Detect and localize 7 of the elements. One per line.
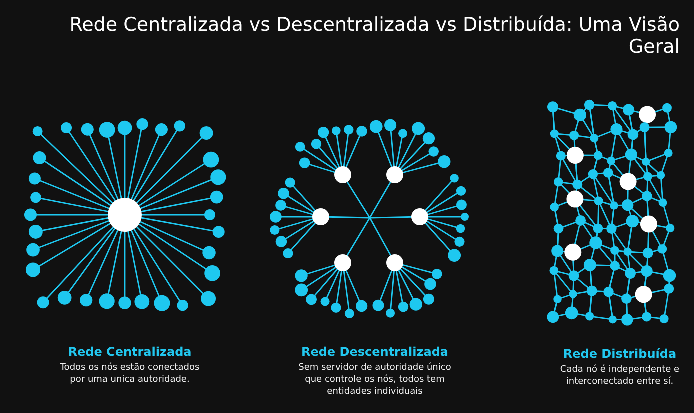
title: Rede Centralizada vs Descentralizada vs Distribuída: Uma Visão Geral	[68, 14, 680, 58]
network-heading: Rede Distribuída	[562, 347, 678, 361]
network-description: Todos os nós estão conectados por uma unica autoridade.	[59, 362, 201, 386]
network-description: Cada nó é independente e interconectado entre sí.	[559, 364, 681, 388]
network-heading: Rede Centralizada	[67, 345, 193, 359]
network-description: Sem servidor de autoridade único que controle os nós, todos tem entidades individuais	[298, 362, 452, 398]
network-heading: Rede Descentralizada	[300, 345, 450, 359]
